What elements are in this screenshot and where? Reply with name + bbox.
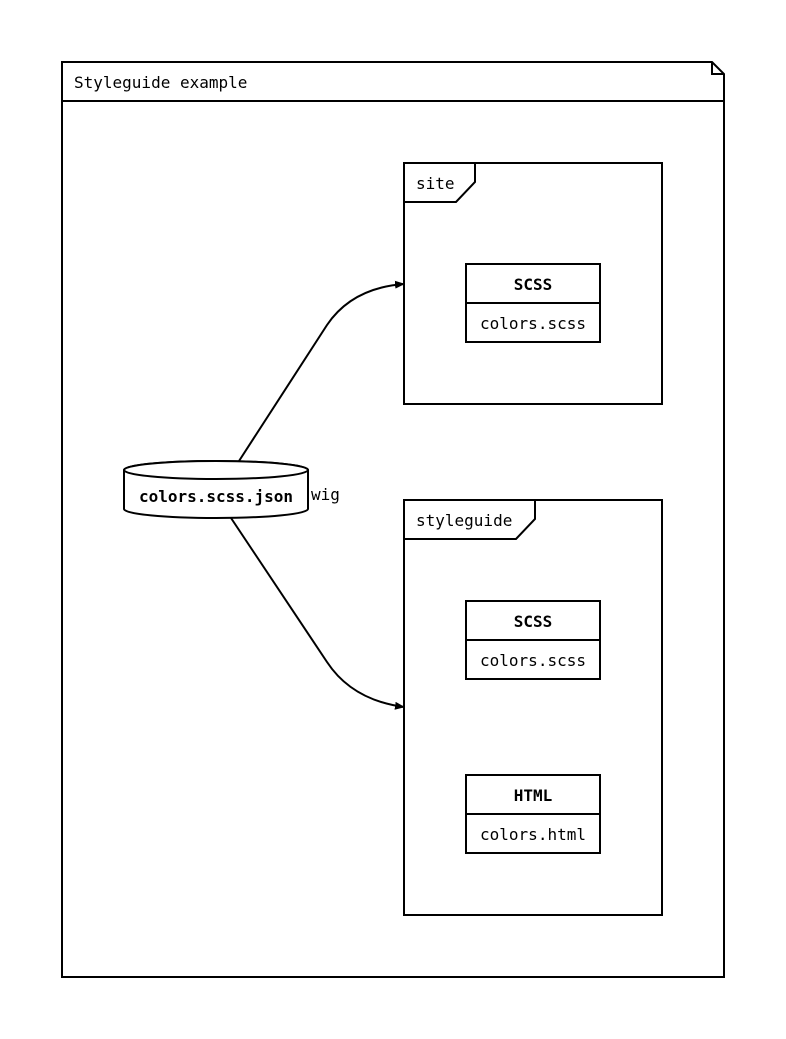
component-styleguide-html: HTML colors.html xyxy=(465,774,601,854)
package-site: site SCSS colors.scss xyxy=(403,162,663,405)
database-label: colors.scss.json xyxy=(139,487,293,506)
component-styleguide-html-file: colors.html xyxy=(480,825,586,844)
package-styleguide: styleguide SCSS colors.scss HTML colors.… xyxy=(403,499,663,916)
component-styleguide-scss-type: SCSS xyxy=(514,612,553,631)
component-site-scss: SCSS colors.scss xyxy=(465,263,601,343)
component-site-scss-file: colors.scss xyxy=(480,314,586,333)
component-site-scss-type: SCSS xyxy=(514,275,553,294)
database-side-label: wig xyxy=(311,485,340,504)
edge-database-to-site xyxy=(238,280,405,462)
component-styleguide-scss-file: colors.scss xyxy=(480,651,586,670)
edge-database-to-styleguide xyxy=(230,517,405,710)
package-styleguide-label: styleguide xyxy=(416,511,512,530)
package-site-label: site xyxy=(416,174,455,193)
component-styleguide-scss: SCSS colors.scss xyxy=(465,600,601,680)
component-styleguide-html-type: HTML xyxy=(514,786,553,805)
database-colors-scss-json: colors.scss.json wig xyxy=(123,460,340,519)
outer-frame-title: Styleguide example xyxy=(74,73,247,92)
